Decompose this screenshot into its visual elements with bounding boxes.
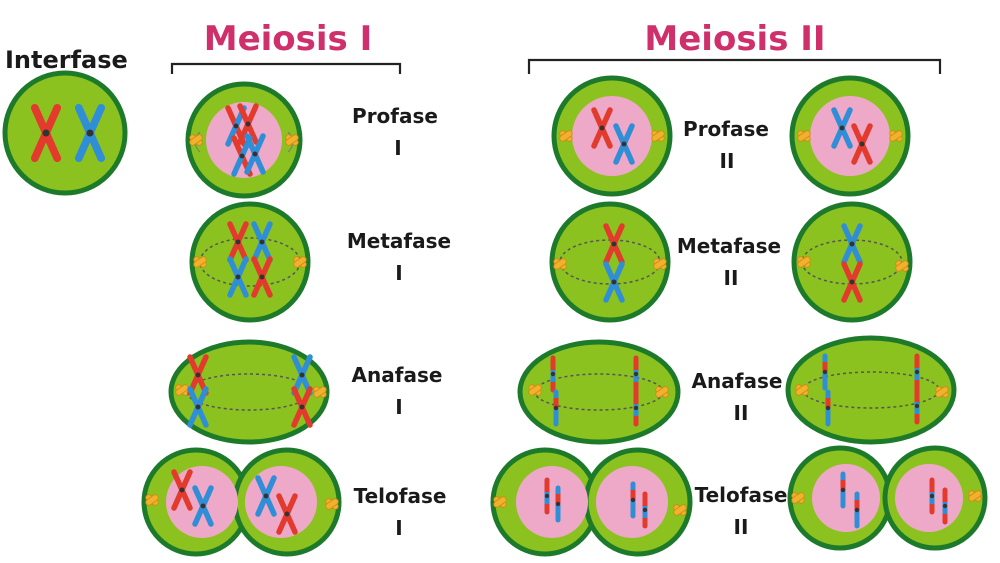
metaphase1-numeral: I [395,261,402,285]
anaphase1-cell [168,339,330,445]
prophase2-label: Profase [683,117,769,141]
interphase-cell [2,70,128,196]
metaphase2-cell-left [549,201,671,323]
prophase2-cell-right [789,75,911,197]
telophase1-label: Telofase [354,484,447,508]
anaphase2-numeral: II [734,401,749,425]
prophase1-cell [185,81,303,199]
meiosis2-heading: Meiosis II [644,19,825,59]
metaphase2-numeral: II [724,266,739,290]
meiosis1-bracket [170,62,402,74]
metaphase1-cell [189,201,311,323]
anaphase2-cell-left [517,339,681,445]
metaphase2-cell-right [791,201,913,323]
interphase-heading: Interfase [5,46,128,74]
prophase2-cell-left [551,75,673,197]
anaphase1-label: Anafase [352,363,443,387]
anaphase2-label: Anafase [692,369,783,393]
meiosis1-heading: Meiosis I [204,19,373,59]
telophase1-cells [141,447,342,557]
prophase2-numeral: II [720,149,735,173]
telophase1-numeral: I [395,516,402,540]
prophase1-label: Profase [352,104,438,128]
metaphase2-label: Metafase [677,234,781,258]
prophase1-numeral: I [394,136,401,160]
telophase2-cells-left [490,447,693,557]
telophase2-numeral: II [734,515,749,539]
telophase2-label: Telofase [695,483,788,507]
anaphase1-numeral: I [395,395,402,419]
metaphase1-label: Metafase [347,229,451,253]
meiosis2-bracket [527,58,942,74]
telophase2-cells-right [787,445,988,551]
anaphase2-cell-right [785,335,957,445]
